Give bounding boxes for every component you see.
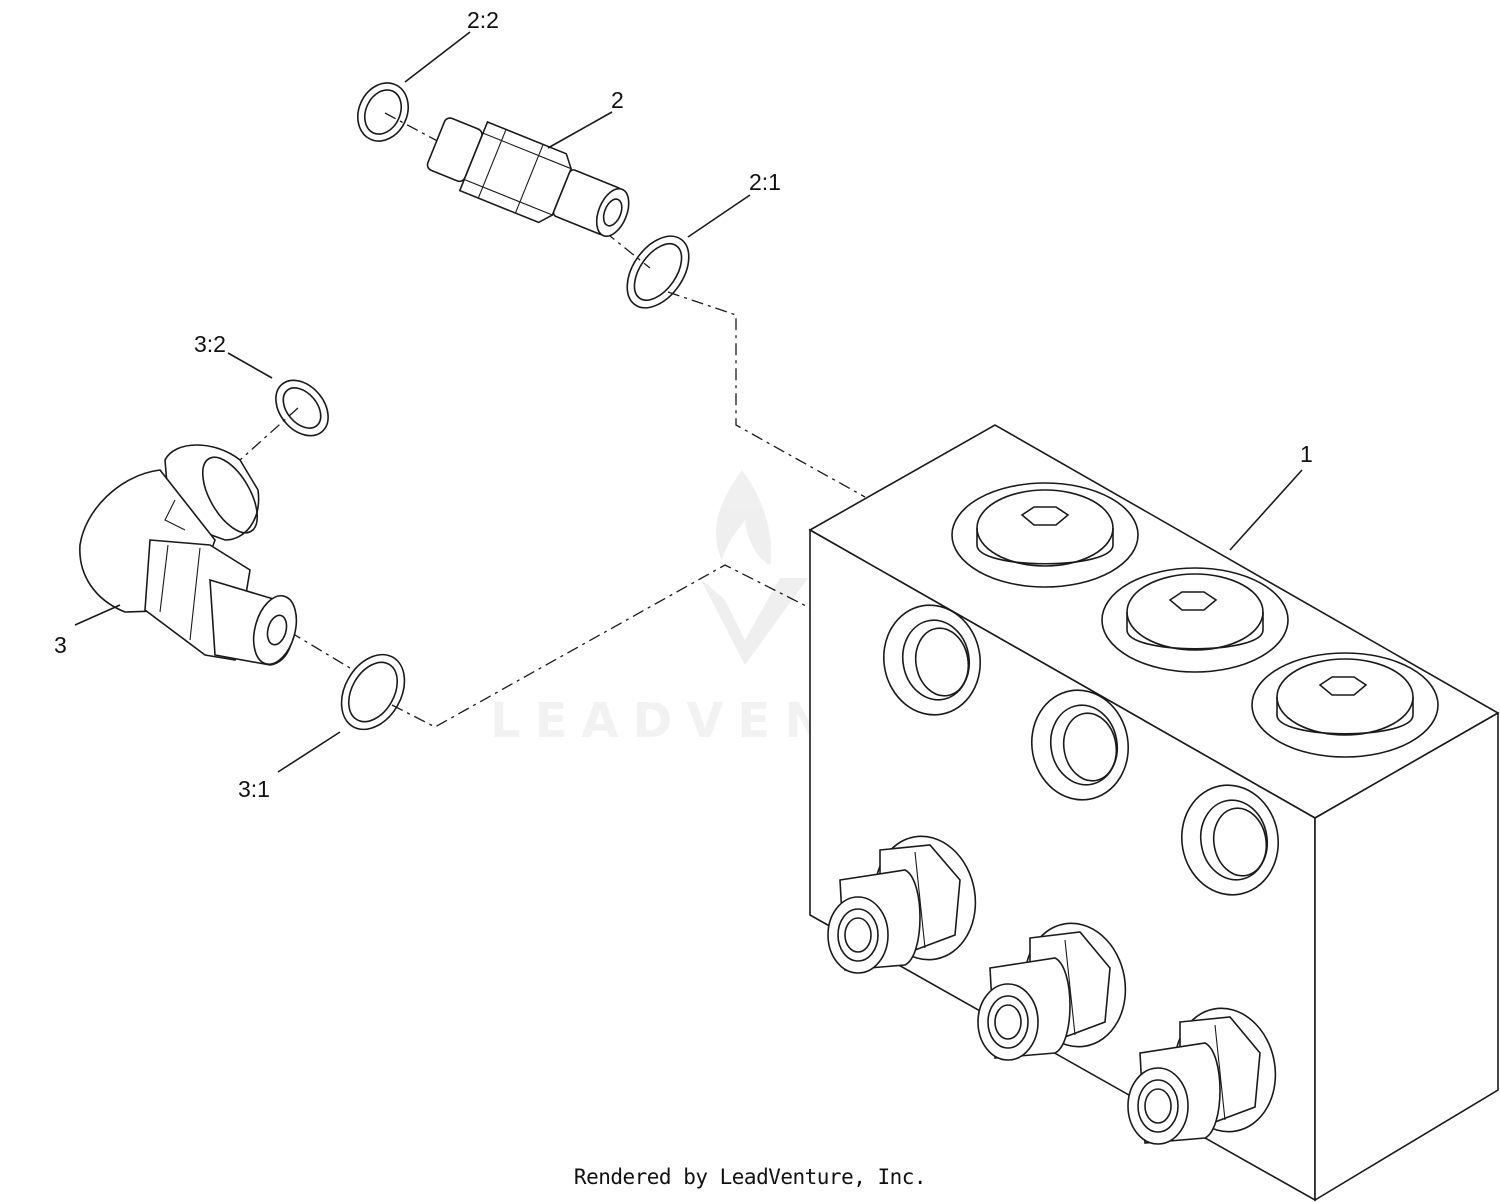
callout-3: 3 — [54, 632, 67, 658]
v-logo-icon — [700, 578, 808, 665]
callout-1: 1 — [1300, 441, 1313, 467]
o-ring-2-1 — [626, 235, 690, 309]
o-ring-3-2 — [275, 379, 329, 437]
callout-2-1: 2:1 — [749, 169, 781, 195]
front-port-2 — [1030, 689, 1130, 801]
top-plug-3 — [1251, 652, 1439, 758]
leader-lines — [74, 31, 1303, 773]
front-port-3 — [1180, 784, 1280, 896]
callout-2: 2 — [611, 87, 624, 113]
callout-labels: 2:2 2 2:1 3:2 1 3 3:1 — [54, 7, 1313, 802]
assembly-lines — [239, 112, 866, 728]
elbow-fitting-3 — [79, 444, 298, 666]
front-fitting-2 — [977, 922, 1127, 1061]
front-fitting-1 — [827, 835, 977, 974]
front-fitting-3 — [1127, 1007, 1277, 1145]
o-ring-3-1 — [340, 653, 406, 731]
callout-2-2: 2:2 — [467, 7, 499, 33]
callout-3-1: 3:1 — [238, 776, 270, 802]
top-plug-2 — [1101, 567, 1289, 673]
front-port-1 — [882, 604, 982, 716]
flame-logo-icon — [715, 470, 772, 565]
rendered-by-footer: Rendered by LeadVenture, Inc. — [573, 1165, 927, 1189]
valve-manifold-block-1 — [808, 424, 1500, 1202]
top-plug-1 — [951, 482, 1139, 588]
straight-fitting-2 — [426, 117, 630, 238]
callout-3-2: 3:2 — [194, 331, 226, 357]
o-ring-2-2 — [357, 82, 409, 142]
